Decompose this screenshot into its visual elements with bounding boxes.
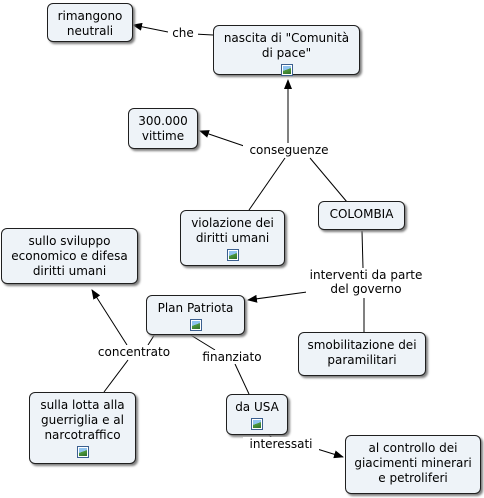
image-attachment-icon[interactable] [280,64,293,76]
node-300000-vittime[interactable]: 300.000 vittime [128,108,198,149]
link-label-interessati: interessati [243,437,319,451]
image-attachment-icon[interactable] [76,446,89,458]
node-plan-text: Plan Patriota [157,301,234,315]
node-da-usa[interactable]: da USA [226,394,288,435]
node-rimangono-text: rimangono neutrali [57,9,123,38]
node-colombia[interactable]: COLOMBIA [318,201,405,230]
node-violazione-diritti-umani[interactable]: violazione dei diritti umani [180,210,285,266]
edge-plan-finanziato [188,333,216,351]
edge-concentrato-lotta [103,359,129,393]
link-label-finanziato: finanziato [196,350,268,364]
node-controllo-giacimenti[interactable]: al controllo dei giacimenti minerari e p… [345,435,481,494]
edge-finanziato-usa [234,363,250,395]
link-label-che: che [168,26,198,40]
node-nascita-comunita-di-pace[interactable]: nascita di "Comunità di pace" [213,25,360,76]
node-sviluppo-economico[interactable]: sullo sviluppo economico e difesa diritt… [1,228,138,284]
edge-interventi-plan [247,291,308,303]
edge-colombia-interventi [361,230,364,269]
node-colombia-text: COLOMBIA [329,207,394,221]
node-lotta-guerriglia[interactable]: sulla lotta alla guerriglia e al narcotr… [29,392,136,464]
link-label-conseguenze: conseguenze [243,143,335,157]
image-attachment-icon[interactable] [189,319,202,331]
node-plan-patriota[interactable]: Plan Patriota [146,295,245,335]
link-label-concentrato: concentrato [92,345,176,359]
node-nascita-text: nascita di "Comunità di pace" [223,31,350,60]
link-label-interventi: interventi da parte del governo [306,268,426,296]
image-attachment-icon[interactable] [226,249,239,261]
edge-che-rimangono [132,22,169,33]
edge-concentrato-sviluppo [91,289,128,346]
node-lotta-text: sulla lotta alla guerriglia e al narcotr… [40,398,125,442]
node-usa-text: da USA [235,400,279,414]
node-controllo-text: al controllo dei giacimenti minerari e p… [354,441,472,485]
node-smobilitazione-text: smobilitazione dei paramilitari [307,338,417,367]
node-vittime-text: 300.000 vittime [138,114,188,143]
image-attachment-icon[interactable] [251,418,263,430]
node-violazione-text: violazione dei diritti umani [191,216,274,245]
edge-violazione-conseguenze [248,157,286,211]
node-smobilitazione-paramilitari[interactable]: smobilitazione dei paramilitari [298,332,426,376]
edge-conseguenze-vittime [199,130,245,147]
node-rimangono-neutrali[interactable]: rimangono neutrali [47,3,133,42]
edge-colombia-conseguenze [309,157,348,203]
node-sviluppo-text: sullo sviluppo economico e difesa diritt… [11,234,128,278]
